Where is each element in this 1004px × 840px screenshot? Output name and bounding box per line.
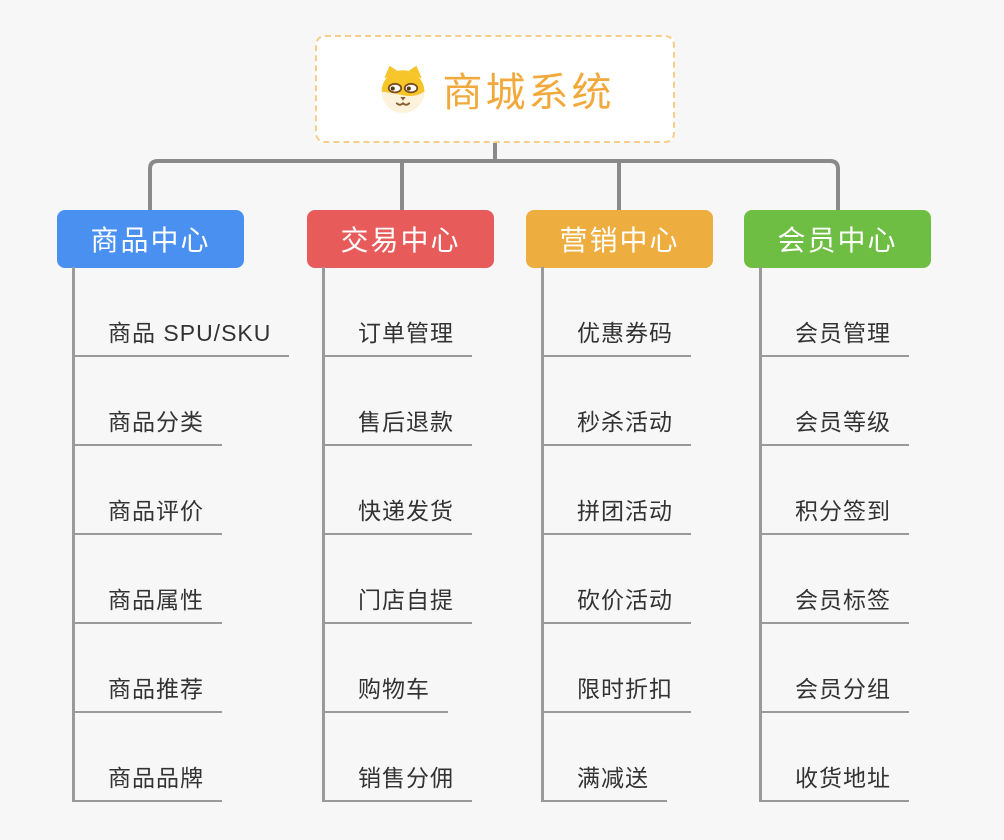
- subtopic-item[interactable]: 销售分佣: [325, 763, 472, 802]
- branch-subtopic-column: 商品 SPU/SKU 商品分类商品评价商品属性商品推荐商品品牌: [72, 267, 290, 802]
- subtopic-item[interactable]: 门店自提: [325, 585, 472, 624]
- subtopic-item[interactable]: 商品品牌: [75, 763, 222, 802]
- subtopic-item[interactable]: 限时折扣: [544, 674, 691, 713]
- subtopic-item[interactable]: 快递发货: [325, 496, 472, 535]
- subtopic-item[interactable]: 会员标签: [762, 585, 909, 624]
- root-title: 商城系统: [442, 71, 615, 115]
- subtopic-item[interactable]: 订单管理: [325, 318, 472, 357]
- subtopic-item[interactable]: 积分签到: [762, 496, 909, 535]
- subtopic-item[interactable]: 会员分组: [762, 674, 909, 713]
- subtopic-item[interactable]: 会员等级: [762, 407, 909, 446]
- branch-node-2[interactable]: 交易中心: [307, 210, 494, 268]
- root-node[interactable]: 商城系统: [315, 35, 675, 143]
- subtopic-item[interactable]: 砍价活动: [544, 585, 691, 624]
- branch-node-3[interactable]: 营销中心: [526, 210, 713, 268]
- subtopic-item[interactable]: 商品 SPU/SKU: [75, 318, 290, 357]
- subtopic-item[interactable]: 商品评价: [75, 496, 222, 535]
- branch-subtopic-column: 会员管理会员等级积分签到会员标签会员分组收货地址: [759, 267, 909, 802]
- branch-subtopic-column: 订单管理售后退款快递发货门店自提购物车销售分佣: [322, 267, 472, 802]
- branch-node-1[interactable]: 商品中心: [57, 210, 244, 268]
- subtopic-item[interactable]: 商品分类: [75, 407, 222, 446]
- branch-label: 会员中心: [777, 225, 898, 256]
- subtopic-item[interactable]: 拼团活动: [544, 496, 691, 535]
- subtopic-item[interactable]: 优惠券码: [544, 318, 691, 357]
- subtopic-item[interactable]: 会员管理: [762, 318, 909, 357]
- branch-node-4[interactable]: 会员中心: [744, 210, 931, 268]
- subtopic-item[interactable]: 购物车: [325, 674, 448, 713]
- branch-label: 营销中心: [559, 225, 680, 256]
- subtopic-item[interactable]: 商品推荐: [75, 674, 222, 713]
- subtopic-item[interactable]: 售后退款: [325, 407, 472, 446]
- subtopic-item[interactable]: 秒杀活动: [544, 407, 691, 446]
- subtopic-item[interactable]: 满减送: [544, 763, 667, 802]
- subtopic-item[interactable]: 商品属性: [75, 585, 222, 624]
- branch-label: 商品中心: [90, 225, 211, 256]
- branch-subtopic-column: 优惠券码秒杀活动拼团活动砍价活动限时折扣满减送: [541, 267, 691, 802]
- branch-label: 交易中心: [340, 225, 461, 256]
- subtopic-item[interactable]: 收货地址: [762, 763, 909, 802]
- dog-face-icon: [381, 65, 424, 114]
